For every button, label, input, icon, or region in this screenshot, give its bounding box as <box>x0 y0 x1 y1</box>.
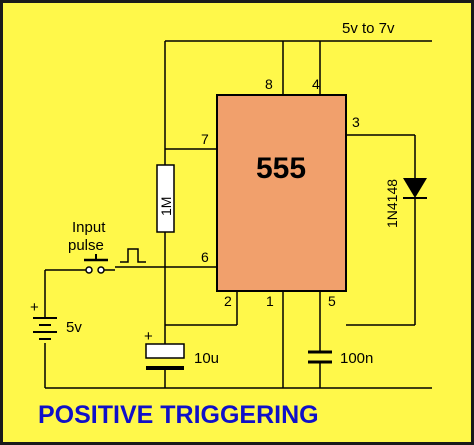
pin-2-label: 2 <box>224 293 232 309</box>
pin-8-label: 8 <box>265 76 273 92</box>
resistor-label: 1M <box>158 197 174 216</box>
resistor-body <box>156 164 175 233</box>
diagram-title: POSITIVE TRIGGERING <box>38 401 319 429</box>
control-cap-label: 100n <box>340 350 373 367</box>
input-label-line2: pulse <box>68 237 104 254</box>
battery <box>33 270 57 388</box>
control-capacitor <box>308 291 332 388</box>
diode-branch <box>346 134 427 326</box>
pin-5-label: 5 <box>328 293 336 309</box>
battery-label: 5v <box>66 319 82 336</box>
trigger-line <box>115 248 217 268</box>
pin-7-label: 7 <box>201 131 209 147</box>
pin-1-label: 1 <box>266 293 274 309</box>
supply-rail <box>165 40 432 95</box>
diode-label: 1N4148 <box>384 179 400 228</box>
ic-label: 555 <box>256 152 306 185</box>
pin-4-label: 4 <box>312 76 320 92</box>
pin-3-label: 3 <box>352 114 360 130</box>
timing-cap-label: 10u <box>194 350 219 367</box>
input-label-line1: Input <box>72 219 106 236</box>
pushbutton <box>45 254 115 274</box>
timing-capacitor <box>145 291 238 388</box>
capacitor-plus: + <box>144 328 153 345</box>
pin-6-label: 6 <box>201 249 209 265</box>
ic-555-body <box>216 94 347 292</box>
supply-label: 5v to 7v <box>342 20 395 37</box>
battery-plus: + <box>30 299 39 316</box>
